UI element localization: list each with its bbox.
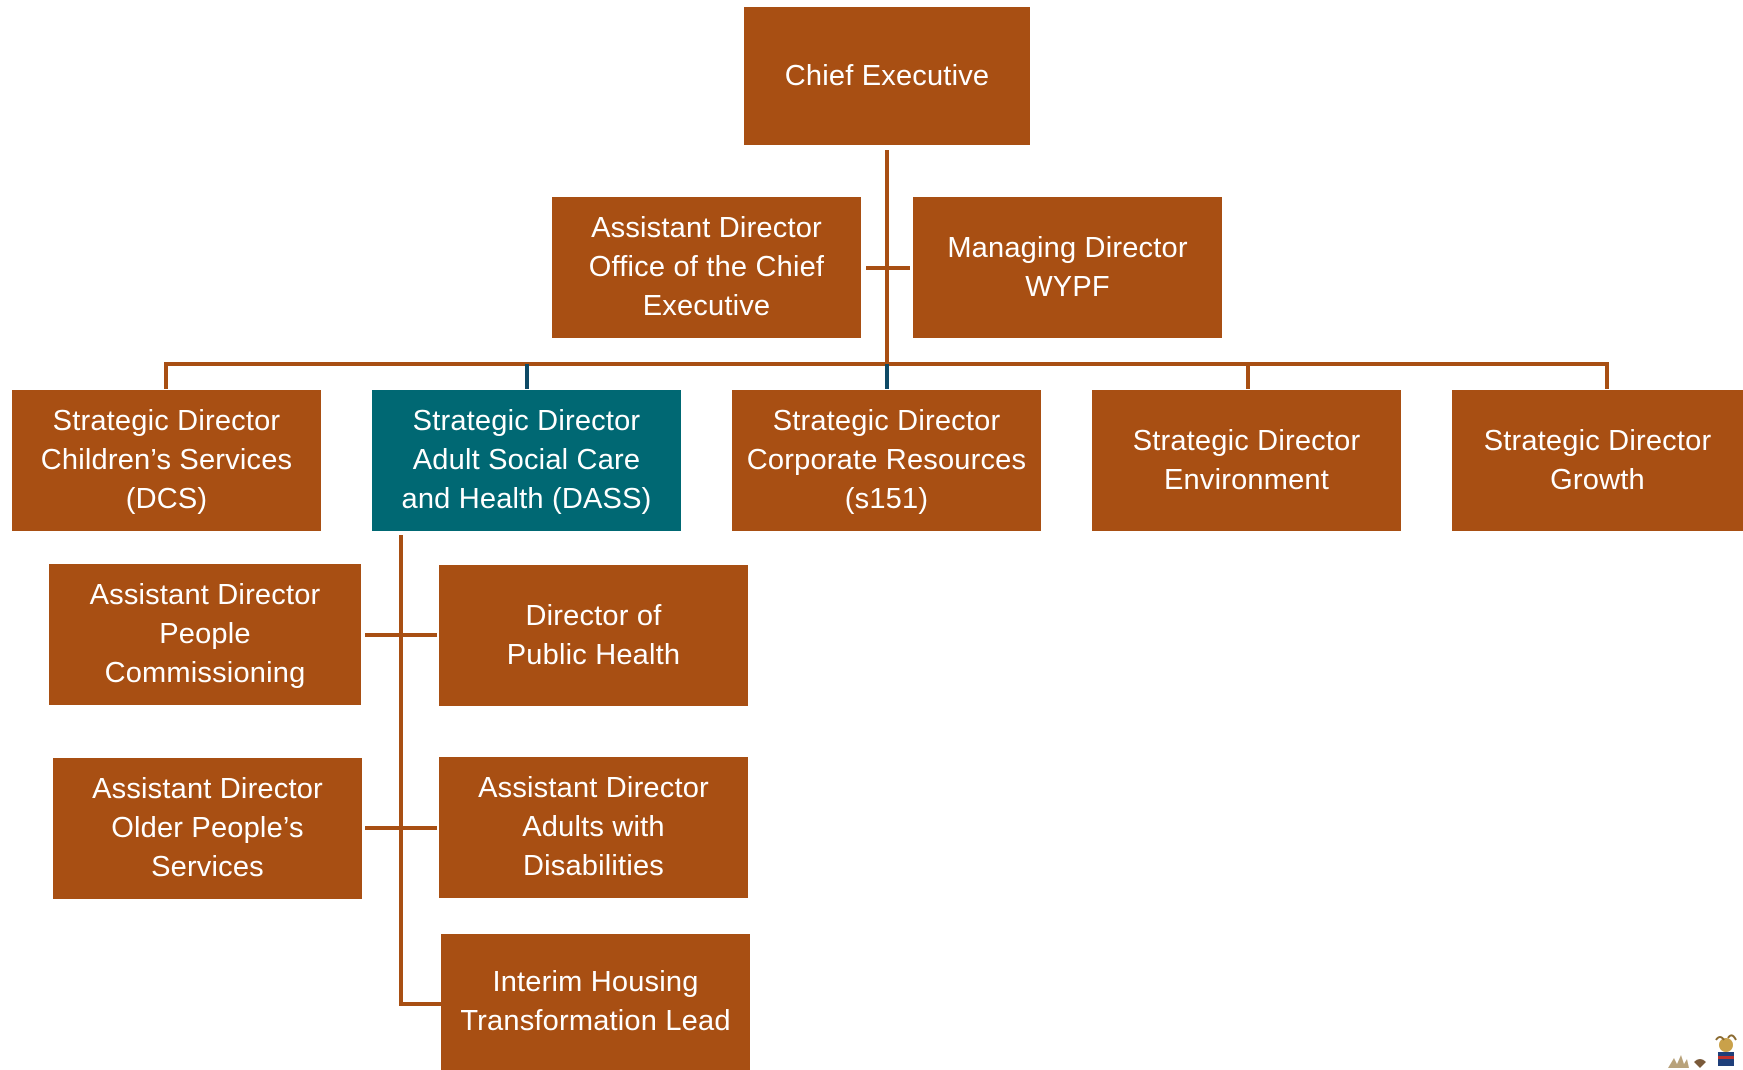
box-strategic-director-growth: Strategic Director Growth xyxy=(1452,390,1743,531)
box-director-of-public-health: Director of Public Health xyxy=(439,565,748,706)
box-strategic-director-childrens-services: Strategic Director Children’s Services (… xyxy=(12,390,321,531)
box-strategic-director-adult-social-care: Strategic Director Adult Social Care and… xyxy=(372,390,681,531)
box-assistant-director-people-commissioning: Assistant Director People Commissioning xyxy=(49,564,361,705)
box-assistant-director-office-chief-executive: Assistant Director Office of the Chief E… xyxy=(552,197,861,338)
box-assistant-director-older-peoples-services: Assistant Director Older People’s Servic… xyxy=(53,758,362,899)
box-managing-director-wypf: Managing Director WYPF xyxy=(913,197,1222,338)
box-assistant-director-adults-with-disabilities: Assistant Director Adults with Disabilit… xyxy=(439,757,748,898)
box-strategic-director-corporate-resources: Strategic Director Corporate Resources (… xyxy=(732,390,1041,531)
box-strategic-director-environment: Strategic Director Environment xyxy=(1092,390,1401,531)
box-chief-executive: Chief Executive xyxy=(744,7,1030,145)
council-crest-icon xyxy=(1668,1034,1737,1068)
box-interim-housing-transformation-lead: Interim Housing Transformation Lead xyxy=(441,934,750,1070)
